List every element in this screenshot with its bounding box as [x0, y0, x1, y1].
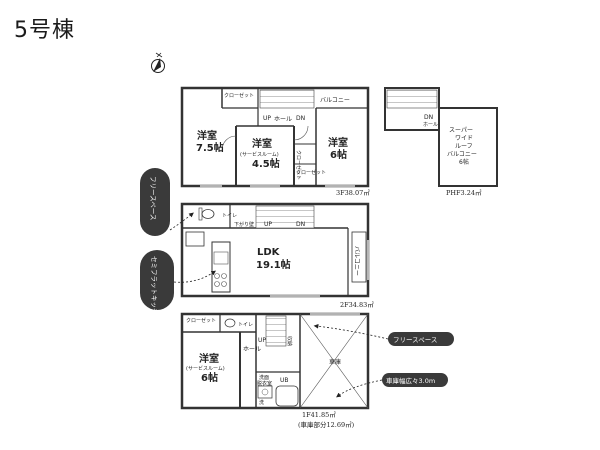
f1-garage-callout-label: 車庫幅広々3.0m [386, 376, 435, 385]
f3-stair-up: UP [263, 115, 271, 122]
f1-free-space-callout [313, 323, 454, 346]
f2-area: 2F34.83㎡ [340, 300, 374, 309]
f1-bath: UB [280, 377, 289, 384]
f2-free-space-callout [140, 168, 194, 236]
ph-balcony-line-3: ルーフ [455, 143, 473, 150]
ph-stair-dn: DN [424, 114, 433, 121]
f2-kitchen-callout [140, 250, 216, 310]
f1-toilet: トイレ [238, 322, 253, 328]
f2-ldk-name: LDK [257, 247, 281, 258]
f1-laundry: 洗 [259, 399, 264, 406]
f1-garage: 車庫 [329, 358, 341, 366]
f2-free-space-label: フリースペース [149, 176, 157, 220]
ph-balcony-line-1: スーパー [449, 127, 473, 134]
ph-balcony-line-2: ワイド [455, 135, 473, 142]
f1-storage: 収納 [286, 336, 293, 346]
f2-storage-note: 下がり壁 [234, 221, 254, 228]
f1-hall: ホール [243, 346, 261, 353]
f1-closet: クローゼット [186, 317, 216, 324]
f1-free-space-label: フリースペース [393, 336, 437, 344]
ph-balcony-line-4: バルコニー [447, 151, 477, 158]
ph-area: PHF3.24㎡ [446, 188, 482, 197]
floor-1 [180, 312, 370, 410]
f3-room-center-size: 4.5帖 [252, 157, 280, 170]
f3-closet-mid: クローゼット [295, 150, 302, 180]
f3-room-east-size: 6帖 [330, 148, 347, 161]
f1-stair-up: UP [258, 337, 266, 344]
f2-stair-up: UP [264, 221, 272, 228]
ph-hall: ホール [423, 122, 438, 128]
f1-garage-area: (車庫部分12.69㎡) [298, 420, 355, 429]
ph-balcony-size: 6帖 [459, 158, 469, 166]
f1-room-size: 6帖 [201, 371, 218, 384]
north-arrow-icon [151, 52, 165, 73]
f3-room-east-name: 洋室 [328, 136, 348, 149]
f3-room-center-note: (サービスルーム) [240, 151, 279, 158]
f2-stair-dn: DN [296, 221, 305, 228]
f1-area: 1F41.85㎡ [302, 410, 336, 419]
penthouse-floor [384, 87, 498, 187]
building-title: 5号棟 [14, 18, 75, 43]
f2-toilet: トイレ [222, 213, 237, 219]
f1-washroom-line-1: 洗面 [259, 374, 269, 381]
f1-room-note: (サービスルーム) [186, 365, 225, 372]
f3-room-center-name: 洋室 [252, 137, 272, 150]
f1-garage-callout [336, 373, 448, 398]
f3-closet-small: クローゼット [296, 169, 326, 176]
f3-stair-dn: DN [296, 115, 305, 122]
f2-kitchen-label: セミフラットキッチン [150, 256, 158, 321]
f1-washroom-line-2: 脱衣室 [257, 380, 272, 387]
f3-closet-top: クローゼット [224, 92, 254, 99]
f3-hall: ホール [274, 116, 292, 123]
f3-room-west-size: 7.5帖 [196, 141, 224, 154]
f3-balcony: バルコニー [320, 97, 350, 104]
f3-area: 3F38.07㎡ [336, 188, 370, 197]
f2-balcony: バルコニー [353, 246, 360, 276]
floor-3 [180, 86, 370, 188]
f2-ldk-size: 19.1帖 [256, 258, 291, 271]
floor-2 [180, 202, 370, 298]
f3-room-west-name: 洋室 [197, 129, 217, 142]
f1-room-name: 洋室 [199, 352, 219, 365]
